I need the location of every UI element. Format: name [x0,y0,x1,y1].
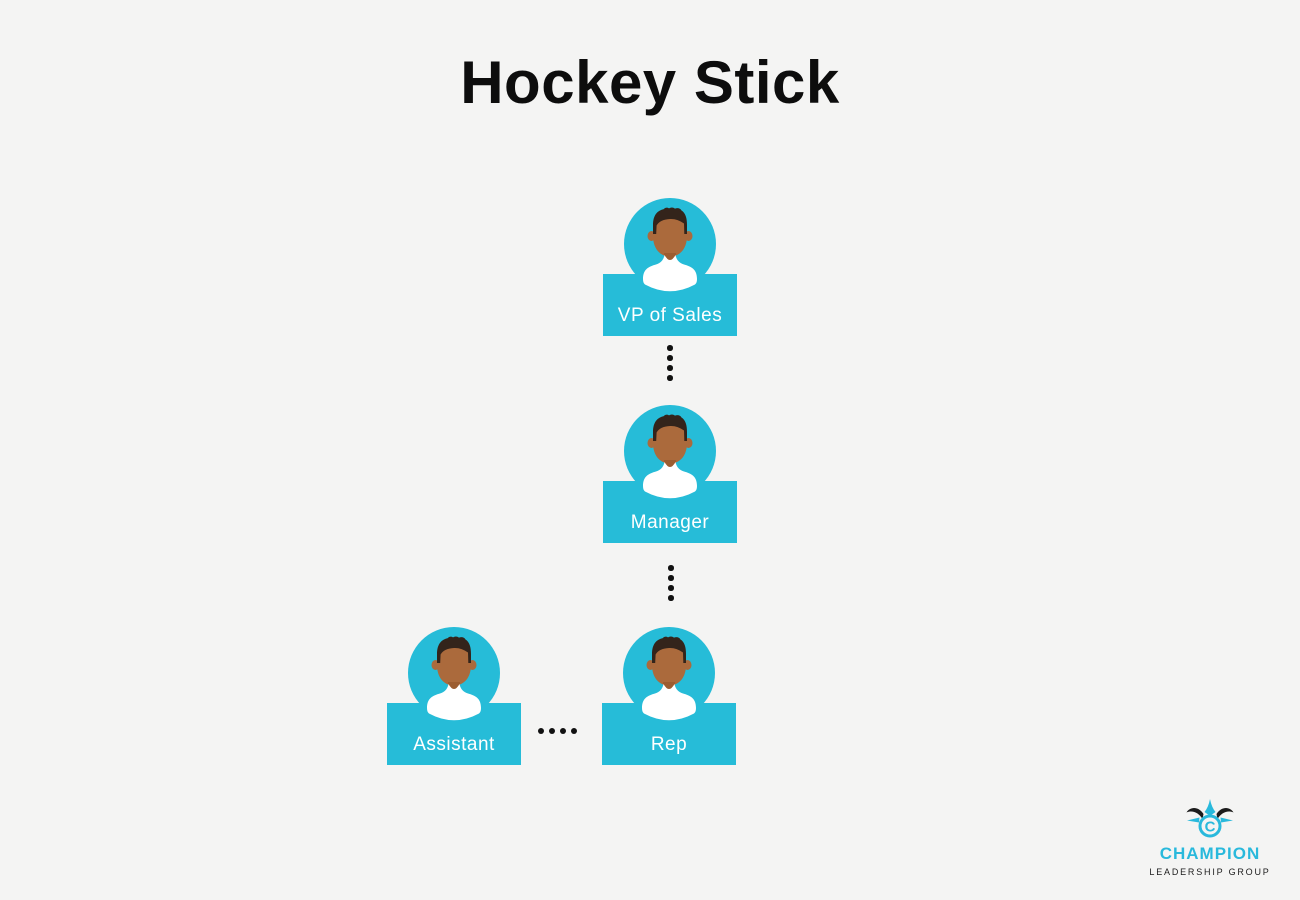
connector-dot [668,595,674,601]
connector-dot [667,355,673,361]
dotted-connector-vertical [668,565,674,601]
connector-dot [667,375,673,381]
logo-name: CHAMPION [1159,844,1261,863]
logo-monogram: C [1205,819,1216,836]
org-node-vp-of-sales: VP of Sales [603,198,737,338]
node-label: Manager [630,512,710,533]
node-label: Rep [650,734,688,755]
connector-dot [668,585,674,591]
person-avatar-icon [427,636,481,721]
org-node-assistant: Assistant [387,627,521,767]
connector-dot [667,365,673,371]
compass-logo-icon: C [1186,799,1234,838]
connector-dot [667,345,673,351]
logo-subtitle: LEADERSHIP GROUP [1149,867,1271,877]
connector-dot [549,728,555,734]
connector-dot [538,728,544,734]
connector-dot [560,728,566,734]
person-avatar-icon [643,207,697,292]
person-avatar-icon [643,414,697,499]
person-avatar-icon [642,636,696,721]
org-node-manager: Manager [603,405,737,545]
page-title: Hockey Stick [460,49,840,116]
dotted-connector-vertical [667,345,673,381]
node-label: VP of Sales [617,305,723,326]
node-label: Assistant [413,734,495,755]
connector-dot [571,728,577,734]
connector-dot [668,575,674,581]
connector-dot [668,565,674,571]
dotted-connector-horizontal [538,728,577,734]
champion-leadership-group-logo: C CHAMPION LEADERSHIP GROUP [1144,799,1276,877]
org-node-rep: Rep [602,627,736,767]
